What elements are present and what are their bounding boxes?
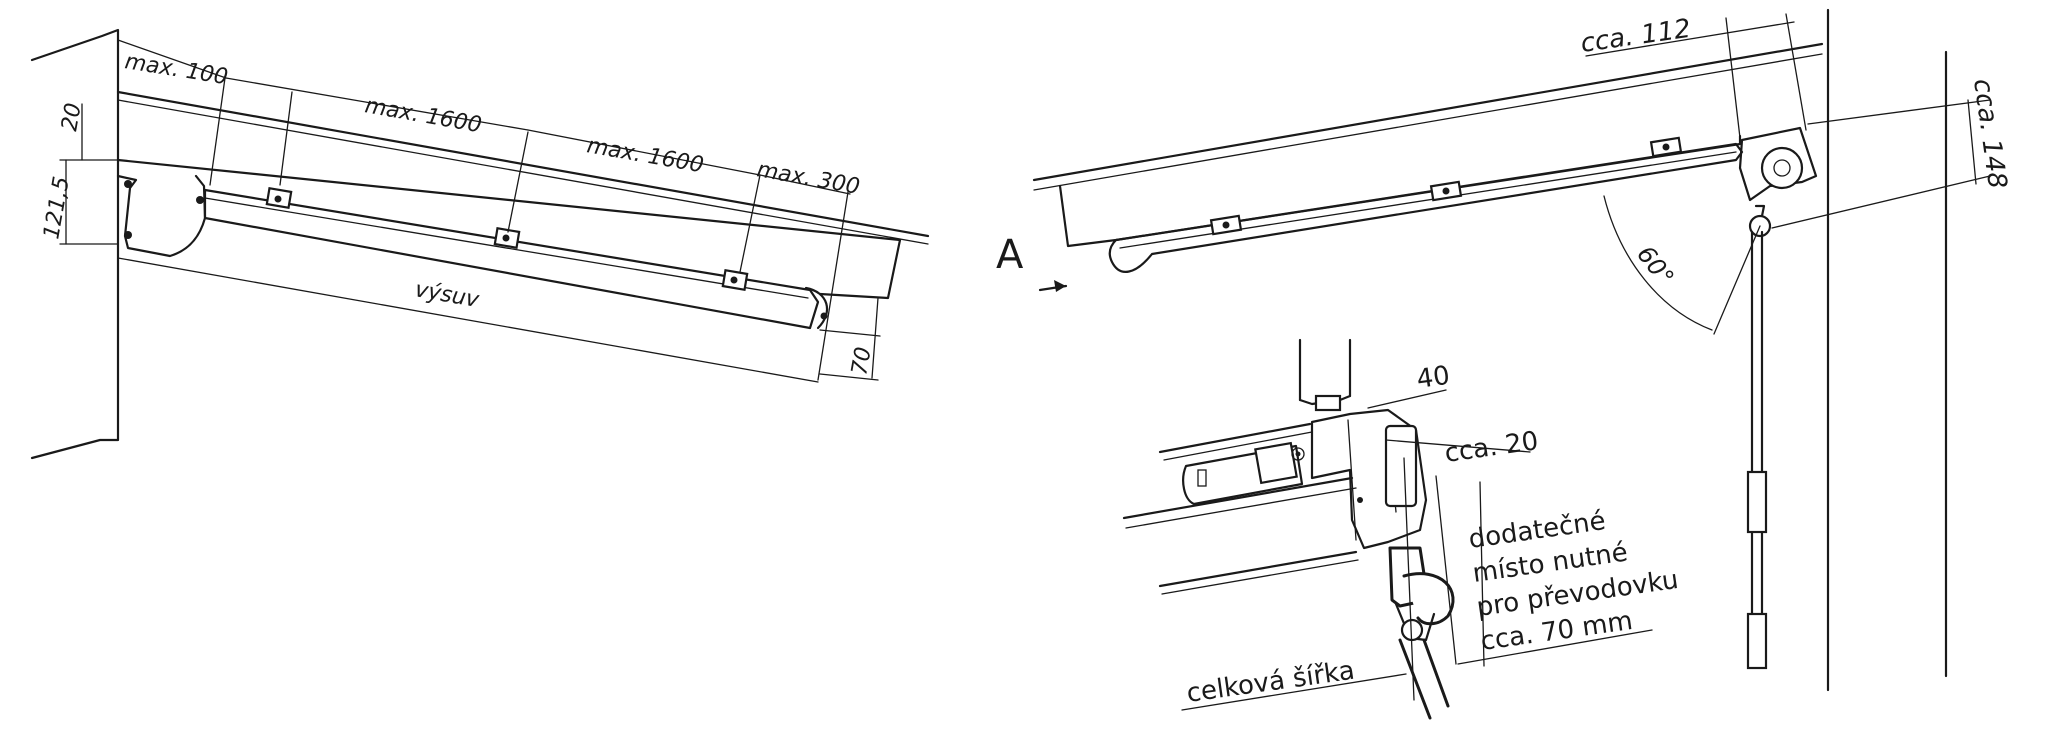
cassette-right	[1108, 142, 1744, 273]
roof-top-line	[116, 90, 930, 238]
dim-20: 20	[57, 101, 86, 133]
view-label-a: A	[996, 232, 1024, 278]
dim-max-1600-b: max. 1600	[585, 133, 705, 178]
detail-view: 40 cca. 20 dodatečné místo nutné pro pře…	[1122, 338, 1680, 720]
dim-max-300: max. 300	[755, 157, 862, 200]
dim-max-1600-a: max. 1600	[363, 93, 483, 138]
roof-lower-right	[1058, 134, 1742, 248]
dim-cca-112: cca. 112	[1579, 14, 1693, 59]
total-width-label: celková šířka	[1185, 656, 1357, 709]
dim-vysuv: výsuv	[413, 277, 482, 313]
dim-cca-20: cca. 20	[1443, 426, 1540, 469]
left-side-view: max. 100 max. 1600 max. 1600 max. 300 vý…	[30, 28, 930, 460]
awning-bar	[203, 188, 820, 330]
vysuv-dim-line	[117, 257, 819, 383]
awning-bar-inner	[204, 197, 809, 299]
angle-60: 60°	[1631, 240, 1679, 291]
profile-end	[1182, 444, 1304, 506]
gearbox-pulley	[1760, 146, 1804, 190]
roof-top-line-inner	[117, 99, 929, 245]
right-front-view: A cca. 112 cca. 148 60°	[996, 8, 2012, 692]
dim-121-5: 121,5	[39, 175, 75, 241]
dim-40: 40	[1415, 361, 1452, 395]
crank-grip-upper	[1746, 470, 1768, 534]
left-wall	[30, 28, 120, 460]
detail-gearbox	[1310, 408, 1428, 550]
roof-lower-line	[116, 158, 902, 242]
awning-end-cap	[804, 286, 828, 330]
dim-max-100: max. 100	[123, 49, 230, 90]
dim-cca-148: cca. 148	[1967, 77, 2012, 191]
dim-70: 70	[847, 345, 876, 377]
cassette-left-bracket	[116, 174, 207, 258]
angle-arc	[1603, 195, 1713, 331]
roof-line-right	[1032, 42, 1824, 182]
crank-grip-lower	[1746, 612, 1768, 670]
crank-hook	[1402, 572, 1455, 626]
roof-end-cap	[818, 238, 902, 300]
